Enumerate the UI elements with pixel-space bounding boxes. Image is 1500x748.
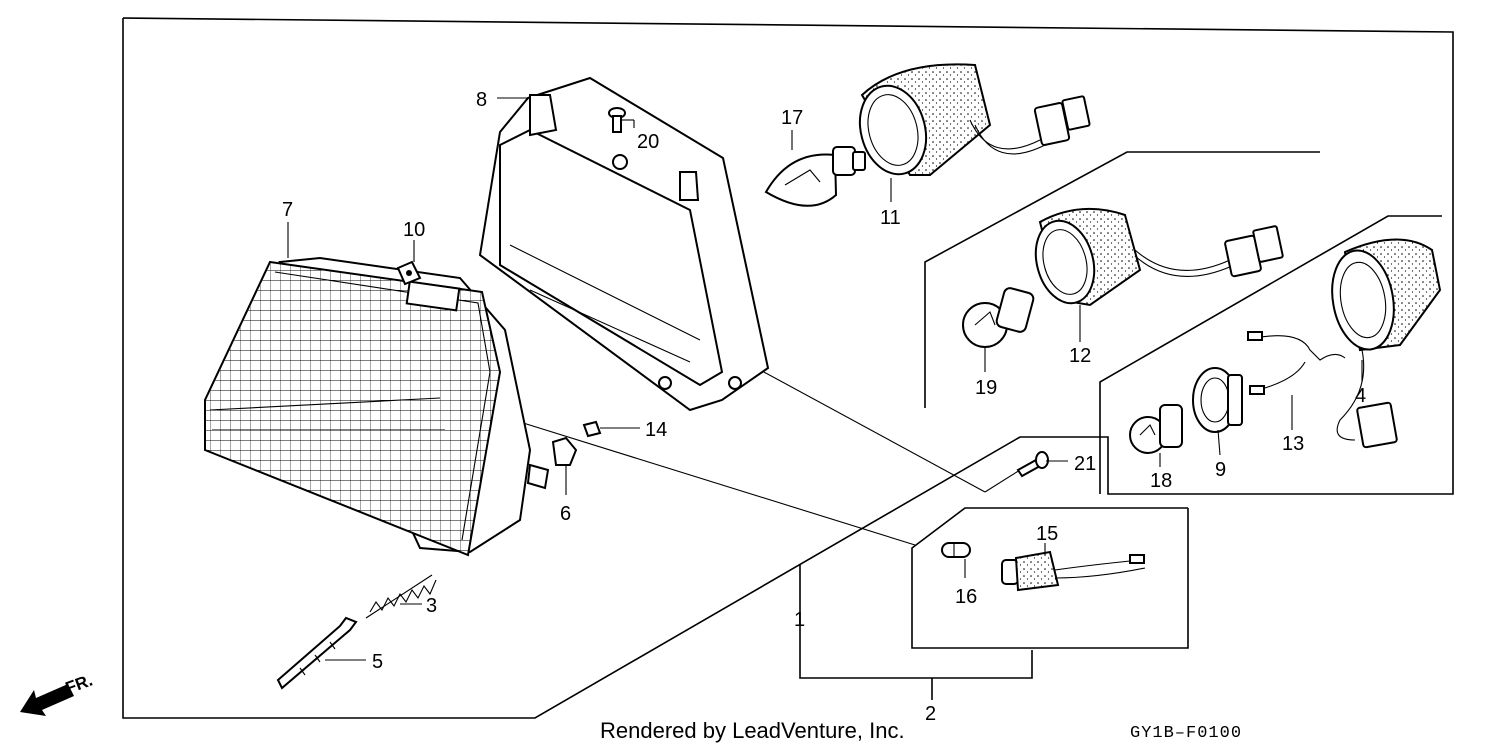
front-label: FR. — [63, 671, 95, 698]
bulb-socket-15[interactable] — [1001, 550, 1146, 592]
bulb-16[interactable] — [941, 542, 971, 558]
part-label-8[interactable]: 8 — [476, 89, 487, 111]
screw-21[interactable] — [1016, 451, 1049, 478]
part-label-7[interactable]: 7 — [282, 199, 293, 221]
diagram-code: GY1B–F0100 — [1130, 724, 1242, 743]
part-label-16[interactable]: 16 — [955, 586, 977, 608]
part-label-19[interactable]: 19 — [975, 377, 997, 399]
part-label-4[interactable]: 4 — [1355, 385, 1366, 407]
bulb-18[interactable] — [1129, 404, 1183, 454]
sub-harness-13[interactable] — [1247, 331, 1346, 395]
part-label-20[interactable]: 20 — [637, 131, 659, 153]
part-label-13[interactable]: 13 — [1282, 433, 1304, 455]
part-label-11[interactable]: 11 — [880, 207, 901, 229]
headlight-bulb[interactable] — [764, 146, 866, 207]
headlight-unit[interactable] — [204, 256, 550, 557]
adjusting-screw-5[interactable] — [276, 616, 358, 690]
part-label-10[interactable]: 10 — [403, 219, 425, 241]
part-label-17[interactable]: 17 — [781, 107, 803, 129]
part-label-3[interactable]: 3 — [426, 595, 437, 617]
socket-cover-medium[interactable] — [1027, 207, 1284, 310]
part-label-2[interactable]: 2 — [925, 703, 936, 725]
part-label-21[interactable]: 21 — [1074, 453, 1096, 475]
part-label-18[interactable]: 18 — [1150, 470, 1172, 492]
front-arrow-icon — [20, 684, 74, 716]
nut-6[interactable] — [551, 436, 578, 466]
socket-cover-large[interactable] — [850, 63, 1091, 181]
part-label-6[interactable]: 6 — [560, 503, 571, 525]
nut-10[interactable] — [396, 260, 422, 286]
leader-to-socket — [519, 421, 916, 546]
socket-cover-small[interactable] — [1325, 238, 1442, 449]
screw-20[interactable] — [608, 107, 626, 133]
subassembly-boundary-upper — [924, 151, 1320, 408]
footer-credit: Rendered by LeadVenture, Inc. — [600, 718, 905, 743]
leader-to-screw-b — [984, 469, 1021, 493]
part-label-15[interactable]: 15 — [1036, 523, 1058, 545]
subassembly-boundary-bulb — [911, 507, 1189, 649]
assembly-boundary — [122, 17, 1454, 719]
headlight-case[interactable] — [478, 76, 770, 412]
position-bulb-19[interactable] — [962, 287, 1035, 348]
subassembly-boundary-right — [1099, 215, 1442, 494]
part-label-5[interactable]: 5 — [372, 651, 383, 673]
leader-9 — [1217, 429, 1221, 456]
part-label-14[interactable]: 14 — [645, 419, 667, 441]
bulb-socket-9[interactable] — [1192, 367, 1243, 433]
spring-3[interactable] — [365, 574, 437, 619]
bracket-1-2 — [799, 565, 1033, 679]
part-label-9[interactable]: 9 — [1215, 459, 1226, 481]
rubber-cap-14[interactable] — [582, 420, 602, 438]
part-label-1[interactable]: 1 — [794, 609, 805, 631]
part-label-12[interactable]: 12 — [1069, 345, 1091, 367]
